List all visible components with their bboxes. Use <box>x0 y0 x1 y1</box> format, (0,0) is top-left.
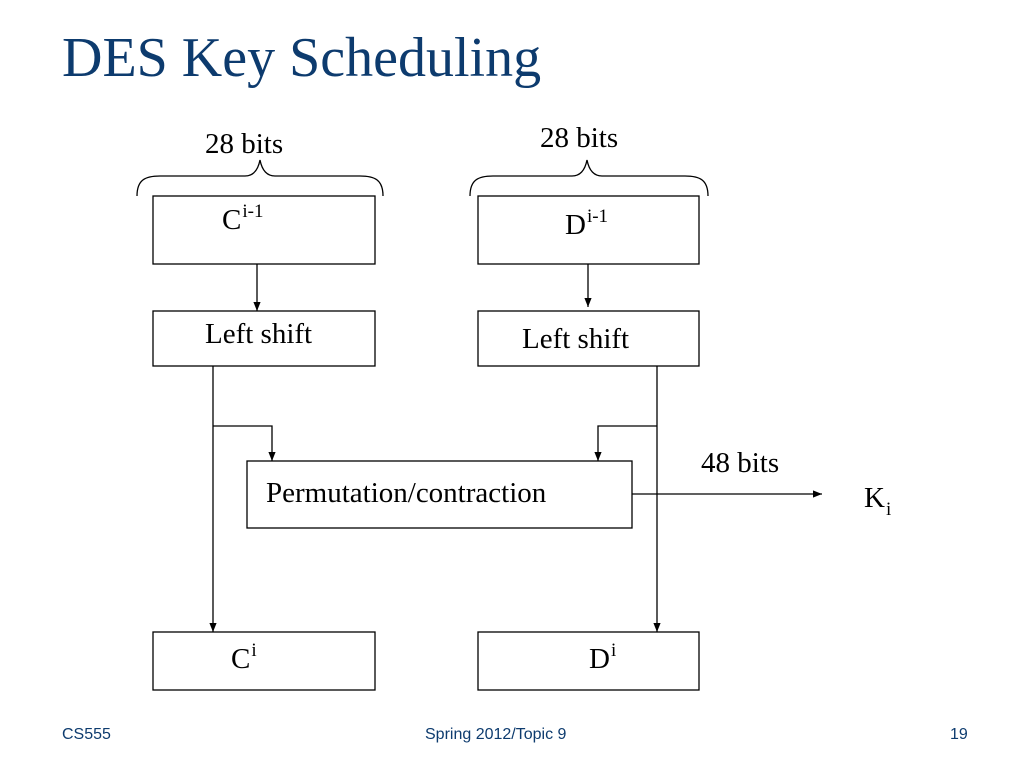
left-brace <box>136 159 384 197</box>
left-bits-label: 28 bits <box>205 128 284 160</box>
right-bits-label: 28 bits <box>540 122 619 154</box>
right-brace <box>469 159 709 197</box>
c-next-box <box>152 631 376 691</box>
d-next-label: Di <box>589 640 617 675</box>
footer-course: CS555 <box>62 726 111 743</box>
c-prev-label: Ci-1 <box>222 201 264 236</box>
slide-title: DES Key Scheduling <box>62 27 542 89</box>
footer-term: Spring 2012/Topic 9 <box>425 726 567 743</box>
d-next-box <box>477 631 700 691</box>
c-prev-box <box>152 195 376 265</box>
footer-page-number: 19 <box>950 726 968 743</box>
left-shift-c-label: Left shift <box>205 318 313 350</box>
d-prev-label: Di-1 <box>565 206 609 241</box>
arrow-d-to-perm <box>594 425 657 461</box>
arrow-c-to-perm <box>213 425 276 461</box>
output-bits-label: 48 bits <box>701 447 780 479</box>
left-shift-d-label: Left shift <box>522 323 630 355</box>
left-shift-c-box <box>152 310 376 367</box>
c-next-label: Ci <box>231 640 257 675</box>
left-shift-d-box <box>477 310 700 367</box>
key-label: Ki <box>864 482 892 520</box>
permutation-label: Permutation/contraction <box>266 477 547 509</box>
